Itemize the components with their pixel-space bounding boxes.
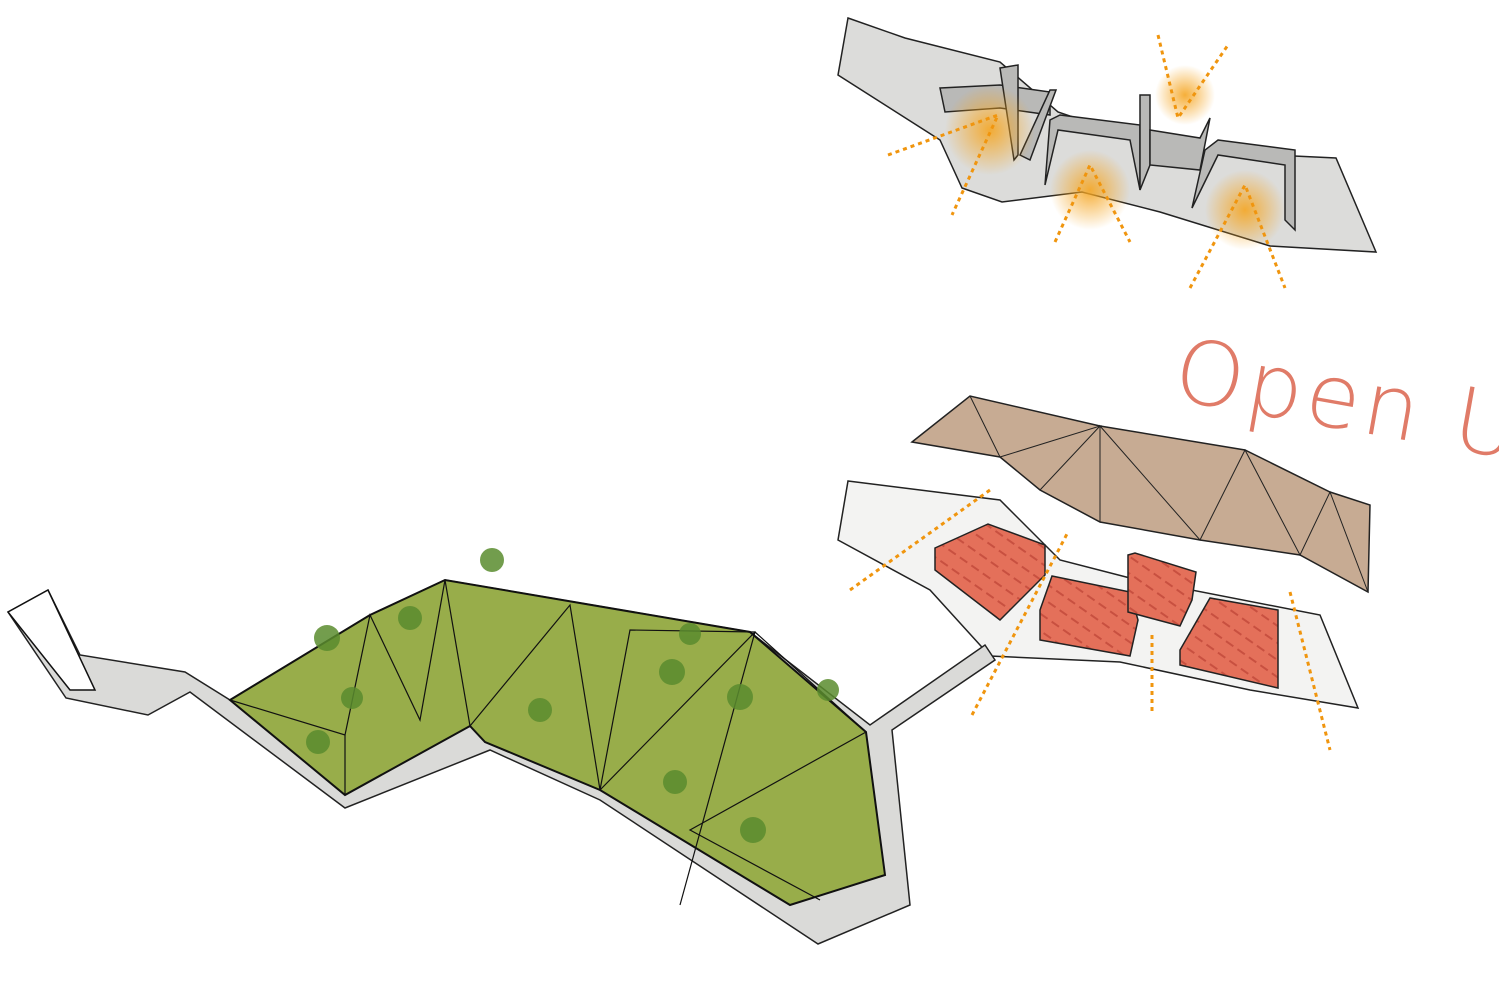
facet-lines — [229, 579, 868, 906]
view-arrows — [887, 34, 1287, 289]
red-blocks — [934, 523, 1279, 689]
plaza-plan — [837, 480, 1360, 751]
trees — [306, 548, 839, 843]
upper-walkway-plan — [837, 16, 1378, 289]
grass-area — [228, 578, 887, 907]
wood-roof-plan — [910, 395, 1371, 594]
kite-structure — [6, 588, 97, 691]
plaza-arrows — [849, 488, 1332, 751]
park-plan — [6, 548, 997, 945]
